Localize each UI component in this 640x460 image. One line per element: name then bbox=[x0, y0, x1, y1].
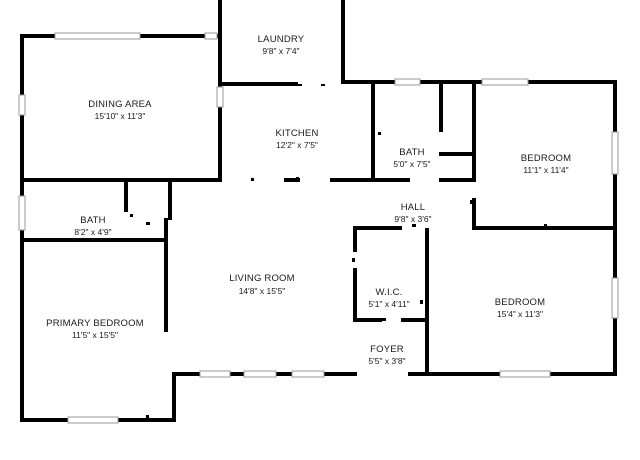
room-bedroom-lower: BEDROOM 15'4" x 11'3" bbox=[495, 297, 546, 319]
room-hall: HALL 9'8" x 3'6" bbox=[394, 202, 431, 224]
svg-text:BEDROOM: BEDROOM bbox=[521, 153, 572, 164]
window bbox=[204, 32, 218, 40]
svg-text:8'2" x 4'9": 8'2" x 4'9" bbox=[74, 227, 111, 237]
window bbox=[243, 370, 277, 378]
window bbox=[611, 277, 619, 319]
svg-text:11'1" x 11'4": 11'1" x 11'4" bbox=[523, 165, 568, 175]
svg-text:BEDROOM: BEDROOM bbox=[495, 297, 546, 308]
window bbox=[394, 78, 421, 86]
svg-text:9'8" x 3'6": 9'8" x 3'6" bbox=[394, 214, 431, 224]
room-bath-hall: BATH 5'0" x 7'5" bbox=[393, 147, 430, 169]
window bbox=[199, 370, 231, 378]
window bbox=[481, 78, 529, 86]
svg-text:BATH: BATH bbox=[399, 147, 424, 158]
svg-text:11'5" x 15'5": 11'5" x 15'5" bbox=[72, 330, 118, 340]
svg-text:5'1" x 4'11": 5'1" x 4'11" bbox=[368, 299, 409, 309]
svg-text:HALL: HALL bbox=[401, 202, 426, 213]
window bbox=[54, 32, 141, 40]
room-foyer: FOYER 5'5" x 3'8" bbox=[368, 344, 405, 366]
window bbox=[67, 416, 119, 424]
window bbox=[291, 370, 325, 378]
svg-text:BATH: BATH bbox=[80, 215, 105, 226]
svg-text:5'5" x 3'8": 5'5" x 3'8" bbox=[368, 356, 405, 366]
svg-text:PRIMARY BEDROOM: PRIMARY BEDROOM bbox=[46, 318, 144, 329]
room-bedroom-upper: BEDROOM 11'1" x 11'4" bbox=[521, 153, 572, 175]
svg-text:LIVING ROOM: LIVING ROOM bbox=[229, 273, 295, 284]
room-wic: W.I.C. 5'1" x 4'11" bbox=[368, 287, 409, 309]
svg-text:KITCHEN: KITCHEN bbox=[275, 128, 318, 139]
room-primary-bedroom: PRIMARY BEDROOM 11'5" x 15'5" bbox=[46, 318, 144, 340]
svg-text:W.I.C.: W.I.C. bbox=[375, 287, 402, 298]
svg-text:14'8" x 15'5": 14'8" x 15'5" bbox=[239, 286, 286, 296]
window bbox=[18, 94, 26, 116]
room-labels: LAUNDRY 9'8" x 7'4" DINING AREA 15'10" x… bbox=[46, 34, 571, 366]
room-kitchen: KITCHEN 12'2" x 7'5" bbox=[275, 128, 318, 150]
room-living-room: LIVING ROOM 14'8" x 15'5" bbox=[229, 273, 295, 296]
svg-text:FOYER: FOYER bbox=[370, 344, 404, 355]
window bbox=[18, 195, 26, 231]
svg-text:15'10" x 11'3": 15'10" x 11'3" bbox=[95, 111, 146, 121]
windows bbox=[18, 32, 619, 424]
svg-text:DINING AREA: DINING AREA bbox=[88, 99, 152, 110]
room-dining-area: DINING AREA 15'10" x 11'3" bbox=[88, 99, 152, 121]
door-markers bbox=[130, 84, 547, 418]
room-bath-primary: BATH 8'2" x 4'9" bbox=[74, 215, 111, 237]
window bbox=[499, 370, 551, 378]
room-laundry: LAUNDRY 9'8" x 7'4" bbox=[258, 34, 305, 56]
window bbox=[216, 86, 224, 108]
svg-text:12'2" x 7'5": 12'2" x 7'5" bbox=[276, 140, 318, 150]
svg-text:LAUNDRY: LAUNDRY bbox=[258, 34, 305, 45]
window bbox=[611, 131, 619, 175]
svg-text:5'0" x 7'5": 5'0" x 7'5" bbox=[393, 159, 430, 169]
walls bbox=[20, 0, 617, 422]
svg-text:15'4" x 11'3": 15'4" x 11'3" bbox=[497, 309, 543, 319]
svg-text:9'8" x 7'4": 9'8" x 7'4" bbox=[262, 46, 299, 56]
